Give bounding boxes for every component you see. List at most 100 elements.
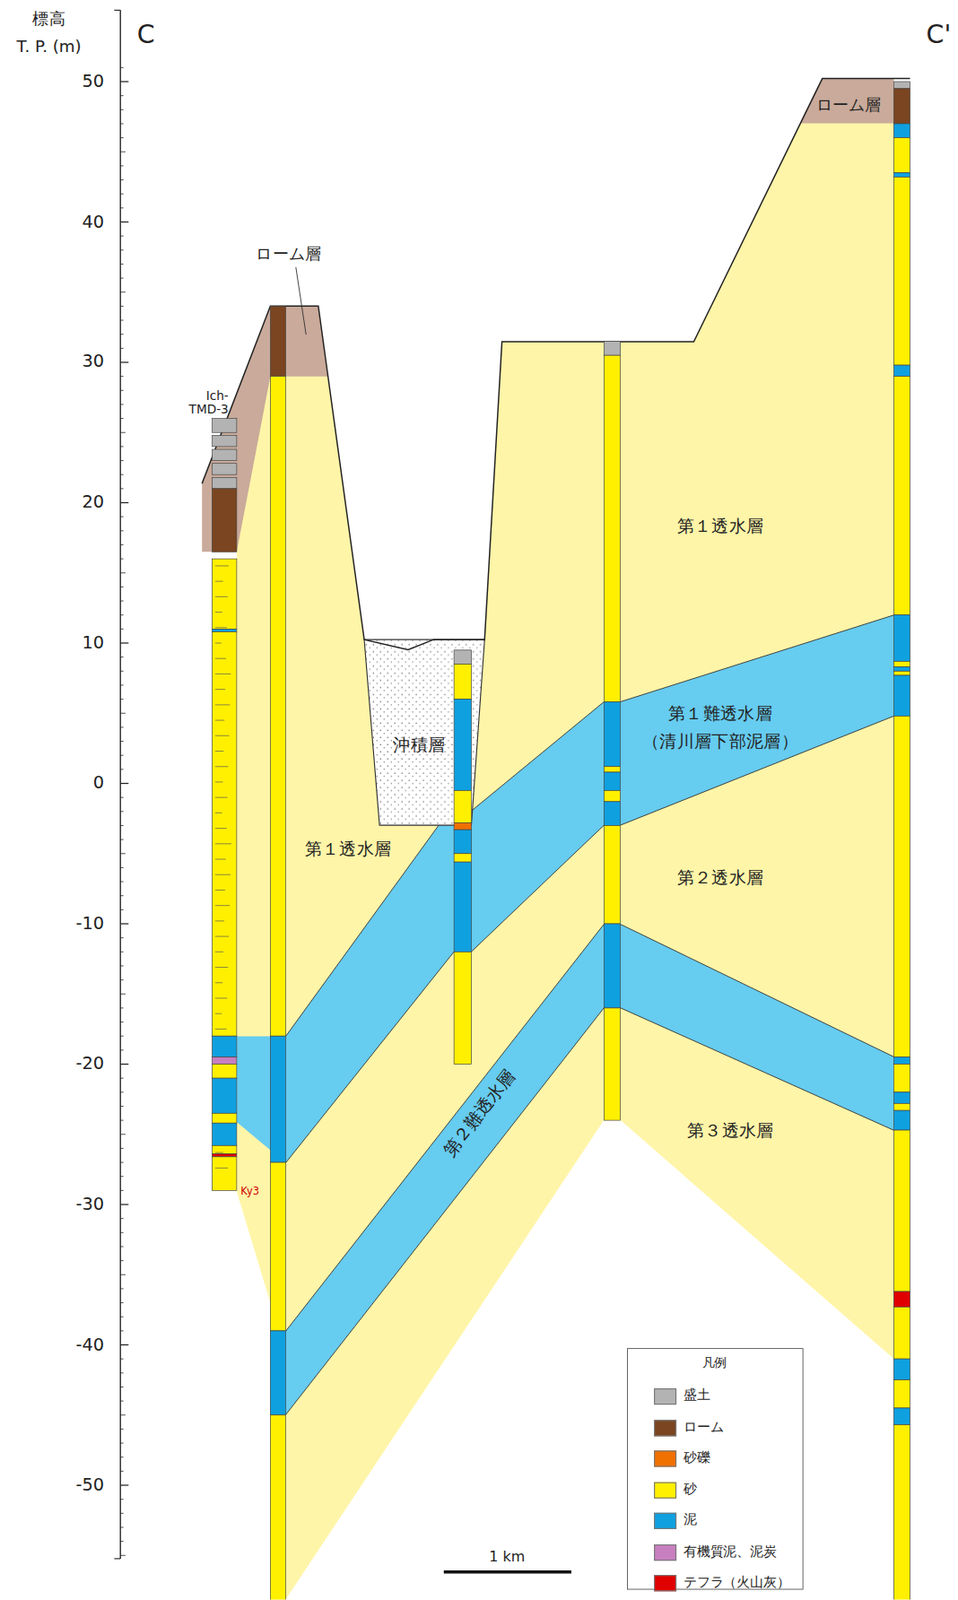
- borehole-segment: [453, 853, 471, 863]
- axis-tick: [120, 1120, 123, 1122]
- log-texture: [215, 1152, 224, 1154]
- borehole-segment: [893, 88, 910, 124]
- borehole-segment: [893, 1064, 910, 1093]
- axis-tick: [120, 1049, 123, 1051]
- log-texture: [215, 1013, 222, 1015]
- log-texture: [215, 735, 229, 737]
- axis-tick: [120, 291, 126, 293]
- borehole-segment: [269, 305, 286, 376]
- log-texture: [215, 781, 223, 783]
- borehole-segment: [893, 1291, 910, 1307]
- borehole-segment: [603, 801, 620, 827]
- borehole-segment: [893, 1103, 910, 1111]
- axis-tick: [120, 1513, 123, 1515]
- log-texture: [215, 688, 226, 690]
- axis-tick: [120, 263, 123, 265]
- borehole-segment: [212, 477, 237, 489]
- axis-tick: [120, 797, 123, 799]
- axis-tick: [120, 1330, 123, 1332]
- log-texture: [215, 843, 232, 845]
- log-texture: [215, 797, 228, 799]
- axis-tick: [120, 403, 123, 405]
- borehole-segment: [603, 772, 620, 791]
- axis-tick: [120, 1245, 123, 1247]
- borehole-segment: [269, 1162, 286, 1332]
- axis-tick: [120, 432, 126, 434]
- axis-tick: [120, 1401, 123, 1403]
- log-texture: [215, 874, 231, 876]
- borehole-segment: [893, 715, 910, 1057]
- axis-tick: [120, 895, 123, 897]
- log-texture: [215, 936, 229, 938]
- legend-swatch: [653, 1575, 677, 1592]
- axis-tick: [120, 600, 123, 602]
- axis-tick: [120, 487, 123, 489]
- axis-tick: [120, 558, 123, 560]
- borehole-segment: [893, 1057, 910, 1065]
- axis-tick: [120, 1091, 123, 1093]
- axis-tick: [120, 1190, 123, 1192]
- axis-tick: [120, 1007, 123, 1009]
- axis-tick: [120, 1203, 129, 1205]
- axis-number: 50: [81, 71, 105, 92]
- axis-tick: [120, 530, 123, 532]
- borehole-segment: [603, 355, 620, 703]
- axis-tick: [120, 445, 123, 447]
- axis-tick: [120, 1218, 123, 1220]
- axis-tick: [120, 768, 123, 770]
- log-texture: [215, 966, 228, 968]
- axis-tick: [120, 1498, 123, 1500]
- borehole-segment: [893, 667, 910, 672]
- legend-swatch: [653, 1481, 677, 1498]
- axis-tick: [120, 1106, 123, 1107]
- axis-tick: [120, 249, 123, 251]
- log-texture: [215, 766, 229, 767]
- borehole-segment: [893, 1425, 910, 1600]
- axis-tick: [120, 1372, 123, 1374]
- borehole-segment: [893, 1130, 910, 1292]
- legend-swatch: [653, 1543, 677, 1560]
- axis-tick: [120, 320, 123, 322]
- log-texture: [215, 982, 223, 984]
- axis-tick: [120, 965, 123, 967]
- borehole-segment: [212, 631, 237, 1037]
- borehole-segment: [603, 923, 620, 1009]
- ground-surface: [201, 78, 910, 651]
- axis-tick: [120, 684, 123, 686]
- layer-name: 第２透水層: [677, 868, 765, 889]
- axis-tick: [120, 1133, 126, 1135]
- axis-tick: [120, 656, 123, 658]
- band-edge: [285, 951, 454, 1163]
- scale-bar: [444, 1570, 572, 1574]
- borehole-segment: [893, 661, 910, 667]
- axis-tick: [120, 1456, 123, 1458]
- borehole-segment: [212, 1113, 237, 1124]
- log-texture: [215, 920, 225, 922]
- borehole-segment: [212, 435, 237, 447]
- borehole-segment: [269, 376, 286, 1037]
- layer-name: 第１透水層: [304, 839, 392, 860]
- axis-number: 20: [81, 492, 105, 513]
- axis-tick: [120, 867, 123, 869]
- layer-name: ローム層: [816, 95, 882, 115]
- loam-right: [800, 78, 895, 124]
- axis-tick: [120, 1358, 123, 1360]
- borehole-segment: [893, 1408, 910, 1426]
- borehole-segment: [893, 365, 910, 377]
- axis-tick: [120, 740, 123, 742]
- axis-title: 標高: [32, 9, 65, 29]
- borehole-segment: [893, 1092, 910, 1105]
- axis-number: 10: [81, 633, 105, 654]
- axis-tick: [120, 390, 123, 392]
- axis-unit: T. P. (m): [17, 37, 82, 57]
- layer-name: ローム層: [255, 244, 322, 264]
- legend-text: 盛土: [683, 1388, 711, 1403]
- axis-tick: [120, 151, 126, 153]
- borehole-segment: [212, 488, 237, 552]
- borehole-segment: [893, 1110, 910, 1131]
- layer-name: 第３透水層: [687, 1121, 775, 1141]
- log-texture: [215, 658, 227, 660]
- alluvium: [364, 639, 485, 826]
- axis-tick: [120, 460, 123, 462]
- axis-tick: [120, 853, 126, 854]
